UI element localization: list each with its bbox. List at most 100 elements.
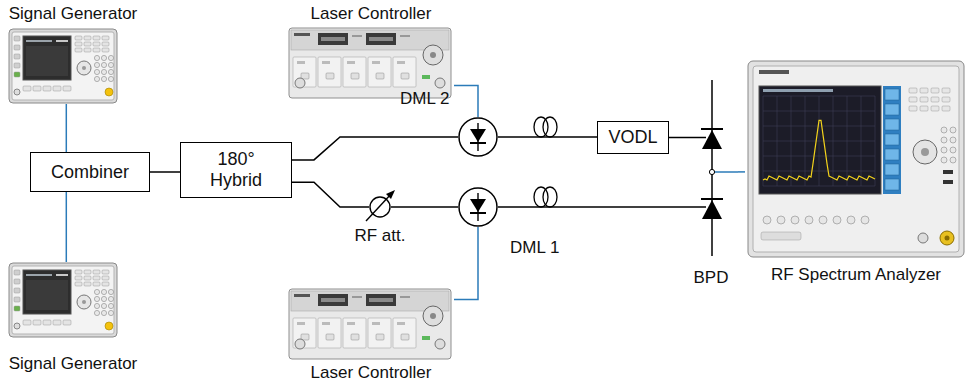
signal-generator-picture-part	[23, 270, 71, 314]
laser-controller-picture-part	[366, 294, 396, 306]
connector-line	[150, 171, 180, 173]
spectrum-analyzer-picture-part	[819, 216, 827, 224]
node-label: RF Spectrum Analyzer	[745, 265, 967, 285]
laser-diode-symbol-part	[470, 129, 486, 142]
balanced-photodetector-symbol	[692, 74, 738, 294]
node-label: DML 2	[400, 89, 449, 109]
signal-generator-picture-part	[84, 42, 91, 46]
connector-line	[454, 85, 478, 117]
signal-generator-picture-part	[102, 276, 109, 280]
spectrum-analyzer-picture-part	[942, 88, 950, 93]
laser-controller-picture-part	[351, 334, 359, 340]
spectrum-analyzer-picture-part	[931, 97, 939, 102]
rf-attenuator-symbol-part	[386, 190, 395, 199]
spectrum-analyzer-picture-part	[763, 156, 875, 157]
signal-generator-picture-part	[82, 300, 86, 304]
laser-controller-picture	[288, 288, 452, 360]
signal-generator-picture-part	[94, 296, 99, 301]
signal-generator-picture-part	[12, 266, 114, 334]
signal-generator-picture-part	[14, 89, 20, 95]
laser-diode-symbol-part	[459, 188, 497, 226]
signal-generator-picture-part	[14, 36, 20, 41]
rf-attenuator: RF att.	[369, 196, 391, 218]
signal-generator-picture-part	[108, 69, 113, 74]
fiber-coil-part	[543, 187, 557, 207]
fiber-coil	[534, 187, 557, 207]
laser-controller-picture-part	[397, 322, 405, 325]
signal-generator-picture-part	[26, 274, 52, 276]
signal-generator-picture-part	[108, 310, 113, 315]
spectrum-analyzer-picture-part	[942, 106, 950, 111]
signal-generator-picture-part	[101, 310, 106, 315]
fiber-coil-part	[543, 117, 557, 137]
spectrum-analyzer-picture-part	[759, 70, 789, 74]
laser-controller-picture-part	[294, 294, 310, 297]
signal-generator-picture-part	[53, 320, 61, 325]
signal-generator-picture-part	[14, 72, 20, 77]
laser-controller-picture-part	[368, 57, 391, 87]
laser-controller-picture-part	[422, 75, 430, 79]
laser-controller-picture-part	[343, 57, 366, 87]
signal-generator-picture-part	[101, 55, 106, 60]
signal-generator-picture-part	[26, 40, 52, 42]
connector-line	[391, 206, 458, 208]
laser-controller-picture-part	[376, 334, 384, 340]
balanced-photodetector-symbol-part	[692, 137, 706, 139]
spectrum-analyzer-picture-part	[931, 88, 939, 93]
laser-diode-symbol-part	[470, 142, 486, 144]
laser-controller-picture-part	[289, 289, 451, 359]
laser-controller-picture-part	[400, 35, 410, 37]
signal-generator-picture-part	[53, 86, 61, 91]
signal-generator-picture-part	[82, 66, 86, 70]
spectrum-analyzer-picture-part	[763, 216, 771, 224]
balanced-photodetector-symbol-part	[701, 128, 723, 130]
signal-generator-picture-part	[14, 306, 20, 311]
node-label: Combiner	[51, 162, 129, 183]
hybrid-box: 180° Hybrid	[180, 142, 292, 198]
signal-generator-picture-part	[84, 270, 91, 274]
connector-line	[454, 227, 478, 300]
spectrum-analyzer-picture	[747, 60, 965, 258]
laser-controller-picture-part	[294, 33, 310, 36]
signal-generator-picture-part	[102, 36, 109, 40]
signal-generator-picture-part	[23, 320, 31, 325]
laser-controller-picture-part	[422, 336, 430, 340]
signal-generator-picture-part	[14, 279, 20, 284]
spectrum-analyzer-picture-part	[913, 140, 937, 164]
signal-generator-picture-part	[75, 42, 82, 46]
spectrum-analyzer-picture-part	[920, 88, 928, 93]
signal-generator-picture-part	[102, 282, 109, 286]
rf-attenuator-symbol	[369, 196, 391, 218]
spectrum-analyzer: RF Spectrum Analyzer	[745, 60, 967, 286]
laser-controller-picture	[288, 27, 452, 99]
laser-controller-picture-part	[295, 339, 305, 349]
laser-controller-picture-part	[393, 318, 416, 348]
laser-controller-picture-part	[291, 30, 449, 50]
laser-controller-picture-part	[318, 294, 348, 306]
laser-diode-symbol-part	[459, 118, 497, 156]
laser-controller: Laser Controller	[288, 288, 454, 385]
signal-generator-picture-part	[102, 42, 109, 46]
connector-line	[498, 206, 692, 208]
spectrum-analyzer-picture-part	[941, 127, 947, 133]
laser-controller-picture-part	[372, 61, 380, 64]
signal-generator-picture-part	[84, 276, 91, 280]
signal-generator-picture-part	[63, 320, 71, 325]
laser-controller-picture-part	[393, 57, 416, 87]
signal-generator-picture-part	[14, 297, 20, 302]
rf-attenuator-symbol-part	[366, 193, 392, 221]
signal-generator-picture-part	[84, 48, 91, 52]
laser-controller-picture-part	[401, 73, 409, 79]
laser-controller-picture-part	[352, 35, 362, 37]
balanced-photodetector-symbol-part	[702, 130, 722, 149]
signal-generator-picture-part	[101, 76, 106, 81]
laser-diode-symbol	[458, 117, 498, 157]
signal-generator-picture-part	[101, 289, 106, 294]
spectrum-analyzer-picture-part	[941, 137, 947, 143]
signal-generator-picture-part	[26, 46, 68, 76]
laser-controller-picture-part	[318, 33, 348, 45]
spectrum-analyzer-picture-part	[885, 164, 899, 175]
balanced-photodetector-symbol-part	[712, 171, 738, 173]
signal-generator-picture-part	[77, 295, 91, 309]
signal-generator-picture-part	[94, 55, 99, 60]
